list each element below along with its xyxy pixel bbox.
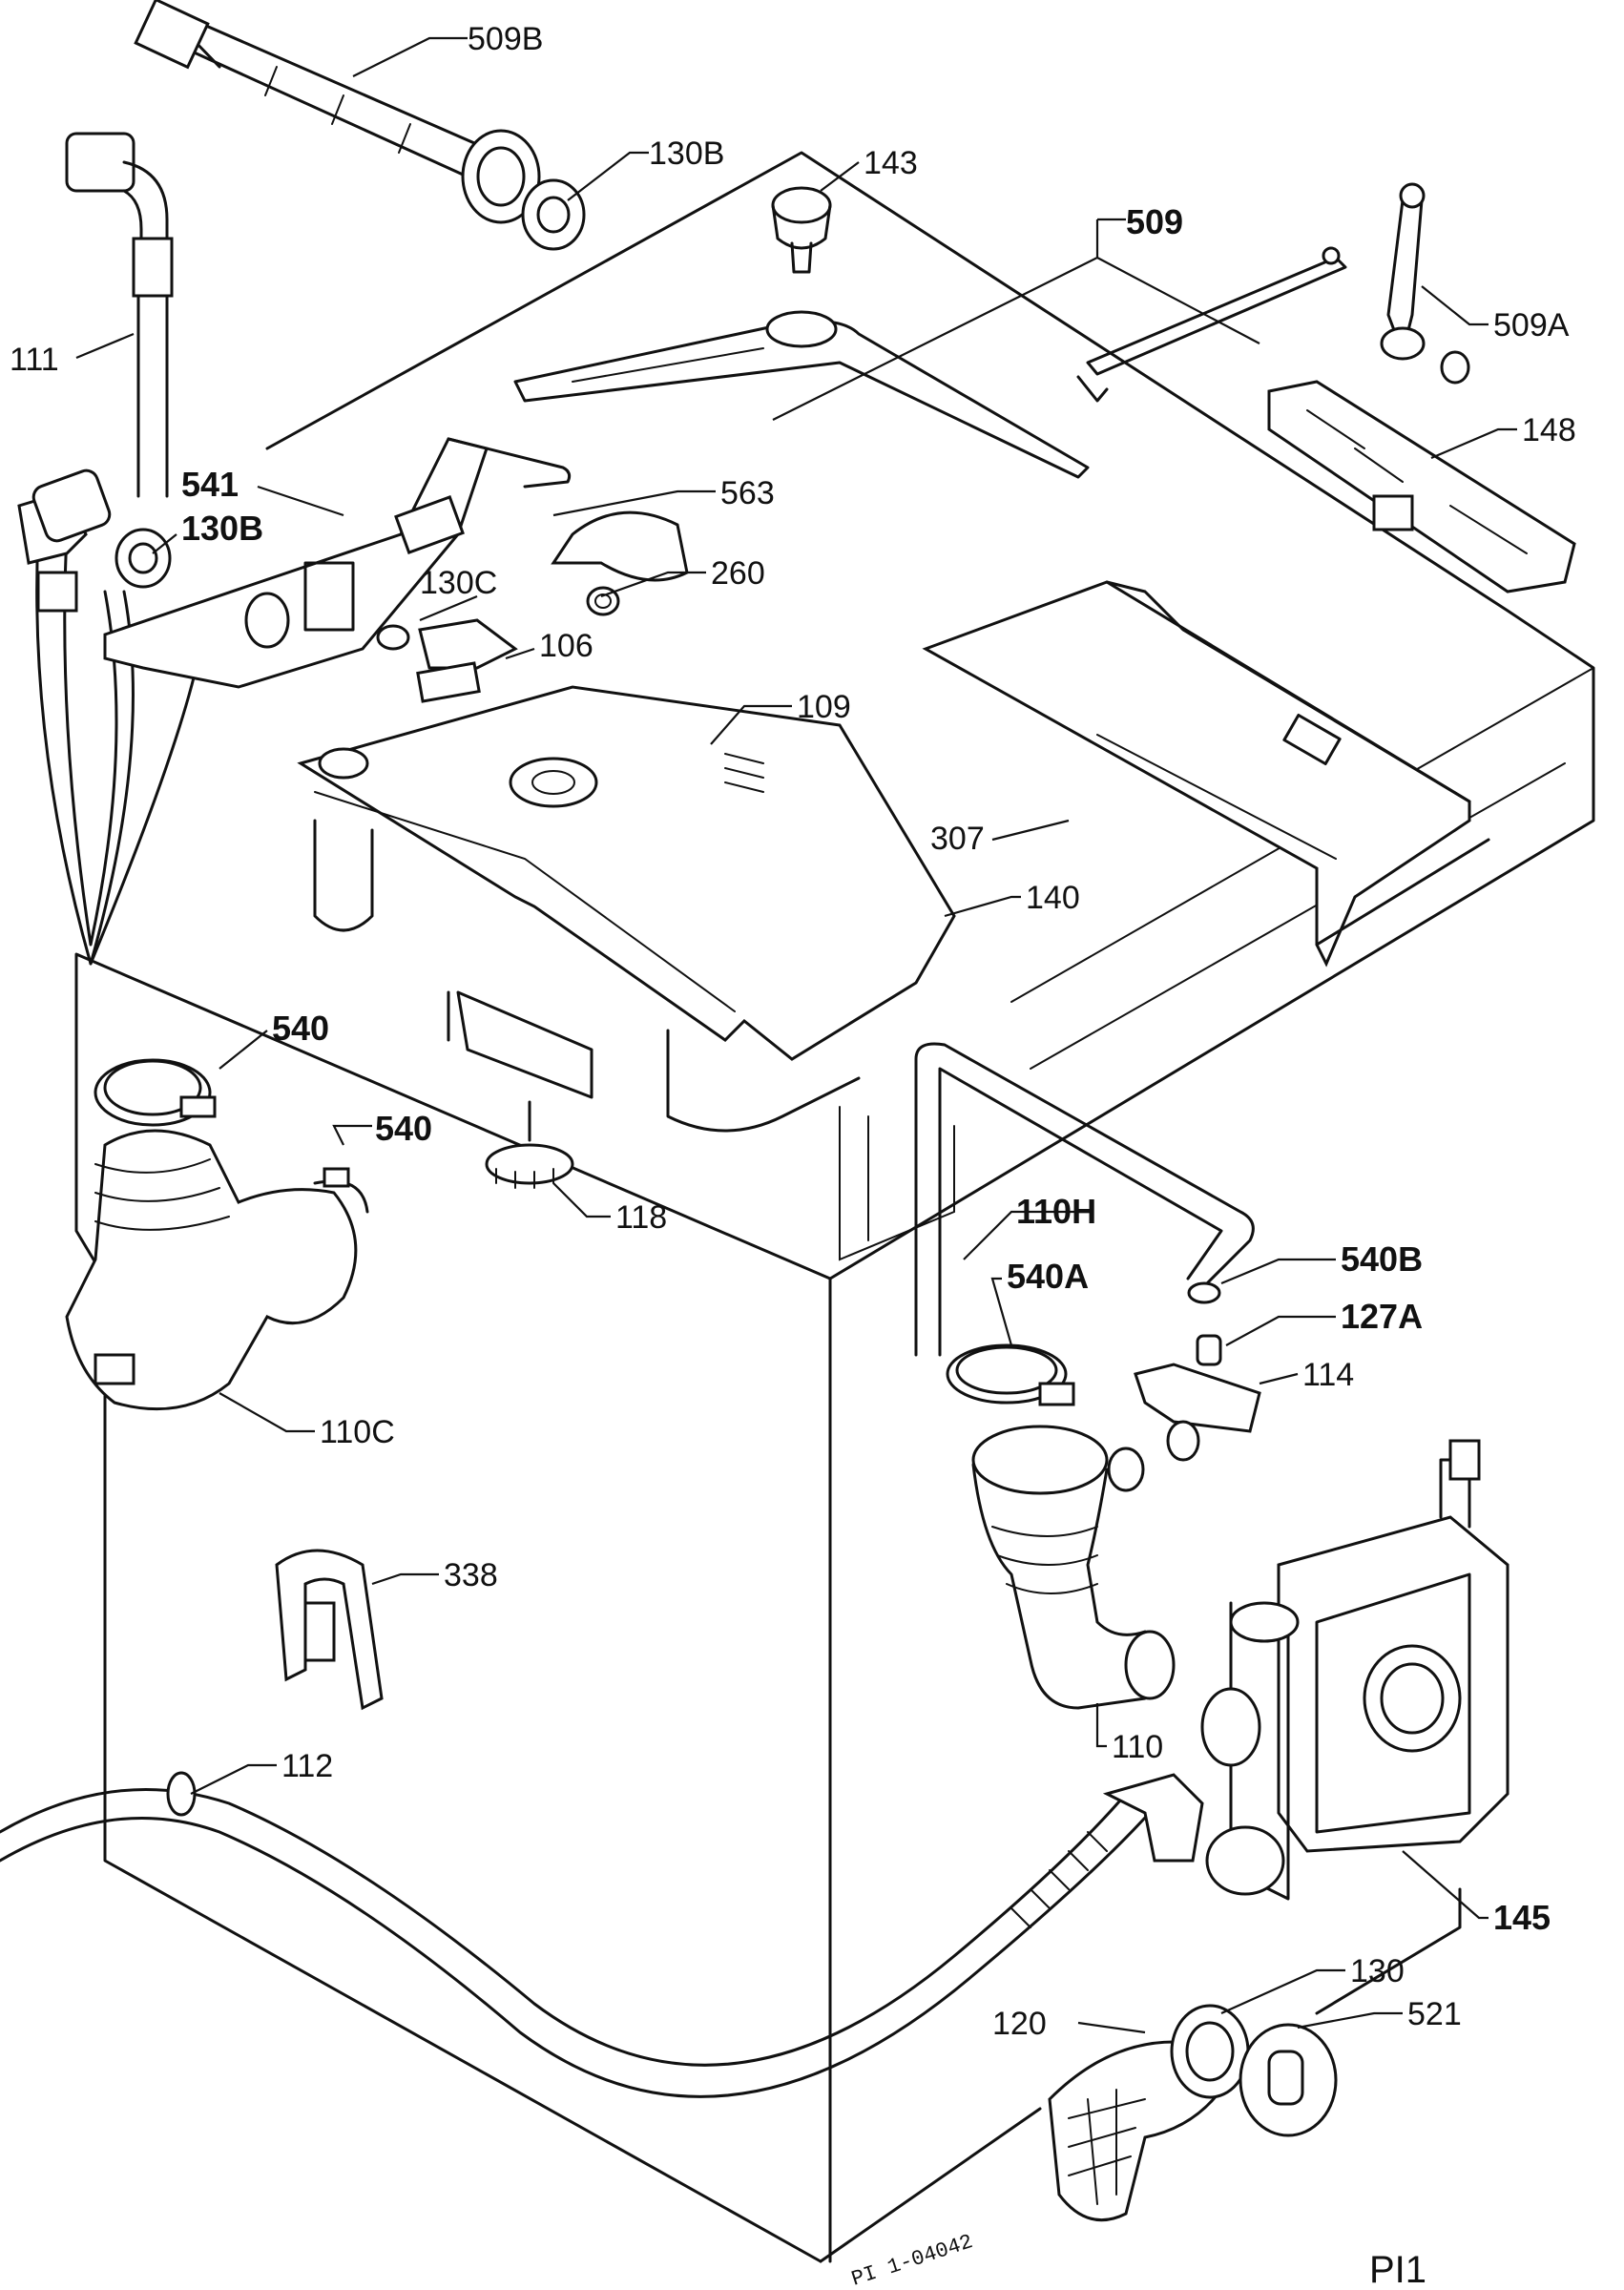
label-127a: 127A [1341,1297,1423,1336]
label-110: 110 [1112,1729,1163,1765]
bellows-110c [65,1129,358,1411]
label-509: 509 [1126,202,1183,241]
bellows-110 [971,1425,1176,1710]
clamp-540-right [313,1167,369,1214]
label-143: 143 [864,145,918,181]
label-130b-top: 130B [649,135,724,172]
label-540a: 540A [1007,1257,1089,1296]
part-labels: 509B 130B 143 509 509A 148 111 541 130B … [10,21,1576,2042]
bracket-541 [103,437,572,689]
page-label: PI1 [1369,2249,1426,2290]
label-540-left: 540 [272,1009,329,1048]
part-563 [551,510,689,582]
knob-143 [771,186,832,274]
leader-lines [75,36,1517,2034]
parts-540b-127a-114 [1134,1281,1261,1462]
label-338: 338 [444,1557,498,1593]
drain-hose-112 [0,1771,1204,2098]
washer-130b-top [521,178,586,251]
label-114: 114 [1302,1357,1354,1393]
dispenser-housing-109 [297,685,956,1133]
label-563: 563 [720,475,775,511]
hose-111 [17,132,202,966]
label-112: 112 [281,1748,333,1784]
clamp-540-left [94,1058,217,1127]
label-110c: 110C [320,1414,395,1450]
clip-338 [275,1549,384,1711]
label-110h: 110H [1016,1192,1096,1231]
label-540-right: 540 [375,1109,432,1148]
lever-509a [1380,182,1470,385]
pump-145 [1200,1439,1509,1901]
cabinet-outline [74,151,1595,2263]
hose-110h [914,1042,1255,1357]
filter-housing-120 [1048,2040,1223,2222]
label-118: 118 [615,1199,667,1236]
handle-148 [1267,380,1576,593]
clamp-540a [946,1343,1075,1406]
label-540b: 540B [1341,1239,1423,1279]
parts-130c-106 [376,618,518,703]
cap-521 [1239,2023,1338,2137]
spring-260 [586,586,620,616]
label-145: 145 [1493,1898,1551,1937]
label-521: 521 [1407,1996,1462,2032]
label-509b: 509B [468,21,543,57]
part-118 [485,1100,574,1189]
label-541: 541 [181,465,239,504]
label-130: 130 [1350,1953,1405,1989]
label-130b: 130B [181,509,263,548]
inlet-hose-509b [134,0,541,224]
label-120: 120 [992,2006,1047,2042]
label-111: 111 [10,342,59,378]
label-130c: 130C [420,565,497,601]
drawing-code: PI 1-04042 [848,2230,975,2290]
lever-arm-509 [513,246,1347,479]
seal-130 [1170,2004,1250,2099]
label-109: 109 [797,689,851,725]
label-140: 140 [1026,880,1080,916]
drawer-307 [922,580,1490,968]
label-509a: 509A [1493,307,1570,344]
label-148: 148 [1522,412,1576,448]
label-260: 260 [711,555,765,592]
label-307: 307 [930,821,985,857]
label-106: 106 [539,628,593,664]
washer-130b [115,528,172,589]
